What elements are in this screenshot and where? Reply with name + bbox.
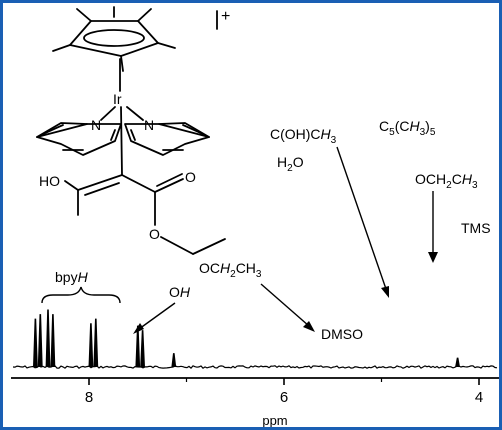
- ethyl-bond: [160, 236, 194, 255]
- och2ch3-right-arrow: [428, 191, 438, 263]
- oh-label: OH: [169, 284, 191, 300]
- iridium-label: Ir: [113, 91, 122, 107]
- spectrum-peak: [171, 353, 177, 368]
- enol-double-bond: [77, 174, 123, 191]
- cp-ring: [69, 20, 159, 57]
- cp-methyl-label: C5(CH3)5: [379, 118, 436, 138]
- tms-label: TMS: [461, 220, 491, 236]
- tick-label-6: 6: [280, 389, 288, 406]
- tick-label-4: 4: [475, 389, 483, 406]
- enol-double-bond-inner: [84, 182, 120, 196]
- och2ch3-right-label: OCH2CH3: [415, 171, 478, 191]
- oh-arrow: [133, 302, 176, 334]
- h2o-label: H2O: [277, 154, 304, 174]
- ir-c-bond: [120, 106, 123, 176]
- pyridine-edge: [36, 122, 88, 138]
- molecule-structure: [36, 6, 226, 255]
- carbonyl-double-bond-inner: [156, 173, 183, 187]
- carbonyl-oxygen-label: O: [185, 169, 196, 185]
- x-axis-label: ppm: [262, 413, 287, 427]
- ir-n-bond-right: [126, 106, 144, 121]
- nitrogen-label-right: N: [144, 117, 154, 133]
- spectrum-peak: [88, 323, 94, 368]
- spectrum-peak: [455, 357, 460, 368]
- och2ch3-left-label: OCH2CH3: [199, 260, 262, 280]
- annotations: bpyH OH OCH2CH3 DMSO H2O C(OH)CH3: [41, 118, 491, 342]
- pyridine-edge: [158, 122, 210, 138]
- spectrum-peak: [140, 330, 145, 368]
- spectrum-baseline: [12, 365, 498, 369]
- spectrum-peak: [33, 318, 38, 368]
- pyridine-double-bond: [110, 129, 116, 141]
- spectrum-peak: [50, 314, 56, 368]
- ethyl-bond: [192, 238, 226, 255]
- enol-oh-bond: [64, 180, 79, 191]
- carbonyl-double-bond: [154, 178, 184, 193]
- spectrum-peak: [135, 325, 141, 368]
- molecule-labels: + Ir N N HO O O: [39, 8, 230, 242]
- spectrum-peak: [45, 309, 51, 368]
- tick-label-8: 8: [85, 389, 93, 406]
- cp-methyl: [76, 8, 92, 22]
- cp-methyl: [137, 8, 152, 22]
- cp-methyl: [120, 55, 124, 72]
- coh-ch3-label: C(OH)CH3: [270, 126, 337, 146]
- cp-aromatic-circle: [83, 29, 145, 47]
- pyridine-double-bond: [130, 129, 136, 141]
- nmr-figure: + Ir N N HO O O 8 6 4 2 0 ppm bpyH OH: [11, 6, 499, 427]
- nitrogen-label-left: N: [91, 117, 101, 133]
- x-axis: 8 6 4 2 0 ppm: [11, 377, 499, 427]
- cp-methyl: [52, 44, 71, 52]
- hydroxyl-label: HO: [39, 173, 60, 189]
- och2ch3-left-arrow: [260, 283, 315, 332]
- dmso-label: DMSO: [321, 326, 363, 342]
- coh-ch3-arrow: [336, 146, 389, 298]
- ester-oxygen-label: O: [149, 226, 160, 242]
- spectrum-peak: [93, 318, 99, 368]
- spectrum-peak: [37, 314, 43, 368]
- bpyh-label: bpyH: [55, 269, 89, 285]
- ir-n-bond-left: [100, 106, 116, 121]
- charge-label: +: [221, 8, 230, 25]
- carbonyl-c-bond: [121, 174, 156, 193]
- spectrum-layer: [12, 309, 498, 369]
- cp-methyl: [157, 42, 176, 49]
- bpyh-brace: [41, 286, 121, 304]
